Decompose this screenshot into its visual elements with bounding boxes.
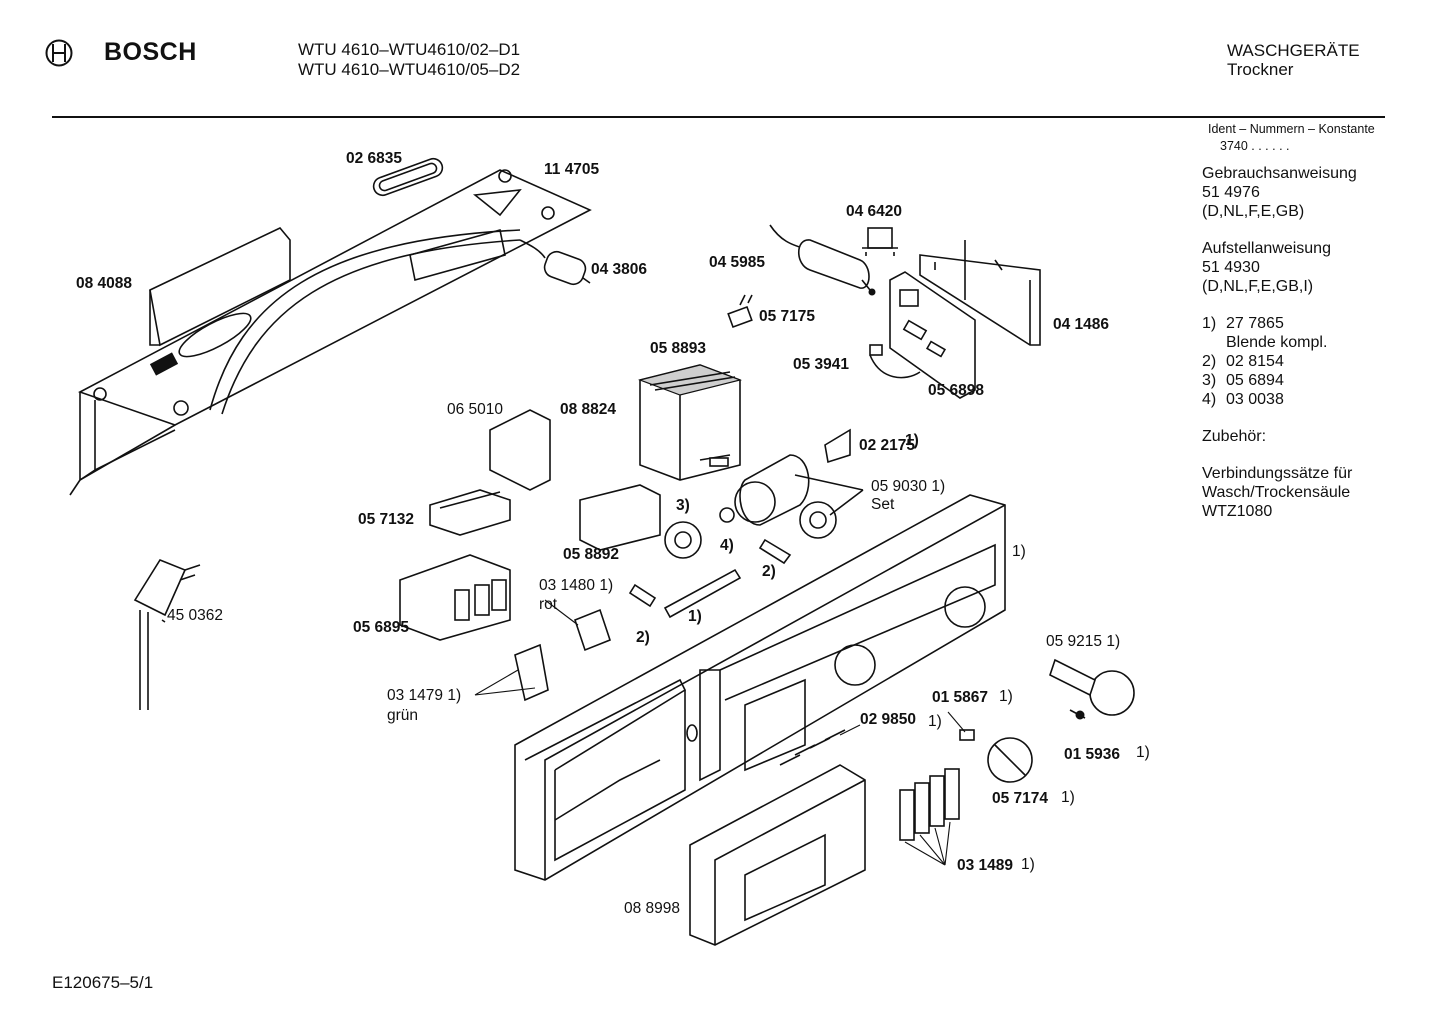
part-label: 08 8824 xyxy=(560,401,617,418)
motor-drawing xyxy=(734,454,864,539)
category-subtitle: Trockner xyxy=(1227,60,1294,79)
note-text: Blende kompl. xyxy=(1226,334,1328,351)
category-title: WASCHGERÄTE xyxy=(1227,41,1360,60)
install-langs: (D,NL,F,E,GB,I) xyxy=(1202,278,1314,295)
note-text: 03 0038 xyxy=(1226,391,1284,408)
button-set-drawing xyxy=(899,768,960,866)
note-text: 27 7865 xyxy=(1226,315,1284,332)
manual-langs: (D,NL,F,E,GB) xyxy=(1202,203,1305,220)
part-label: 45 0362 xyxy=(167,607,224,624)
part-label: 02 2175 xyxy=(859,437,916,454)
accessories-line-1: Verbindungssätze für xyxy=(1202,465,1353,482)
note-number: 3) xyxy=(1202,372,1217,389)
part-note: 1) xyxy=(999,688,1013,705)
power-plug-drawing xyxy=(133,559,201,710)
small-capacitor-drawing xyxy=(519,239,591,286)
manual-title: Gebrauchsanweisung xyxy=(1202,165,1357,182)
control-panel-drawing xyxy=(514,494,1006,881)
part-label: 04 1486 xyxy=(1053,316,1110,333)
header-divider xyxy=(52,116,1385,118)
gasket-drawing xyxy=(372,157,444,197)
ident-value: 3740 . . . . . . xyxy=(1220,139,1290,153)
part-note: 1) xyxy=(928,713,942,730)
part-label: 04 3806 xyxy=(591,261,648,278)
part-note: 3) xyxy=(676,497,690,514)
part-label: 02 9850 xyxy=(860,711,917,728)
part-label-sub: grün xyxy=(387,707,419,724)
part-label: 05 6895 xyxy=(353,619,410,636)
note-number: 4) xyxy=(1202,391,1217,408)
part-note: 1) xyxy=(1021,856,1035,873)
bosch-logo-icon xyxy=(45,39,73,67)
gear-drawing xyxy=(664,521,702,559)
part-label: 05 7174 xyxy=(992,790,1049,807)
part-label: 05 8892 xyxy=(563,546,620,563)
accessories-title: Zubehör: xyxy=(1202,428,1267,445)
part-label: 05 7175 xyxy=(759,308,816,325)
cover-drawing xyxy=(689,764,866,946)
note-number: 1) xyxy=(1202,315,1217,332)
note-number: 2) xyxy=(1202,353,1217,370)
model-line-2: WTU 4610–WTU4610/05–D2 xyxy=(298,60,521,79)
accessories-line-2: Wasch/Trockensäule xyxy=(1202,484,1351,501)
selector-drawing xyxy=(579,484,661,551)
note-text: 02 8154 xyxy=(1226,353,1284,370)
manual-number: 51 4976 xyxy=(1202,184,1260,201)
part-label: 01 5867 xyxy=(932,689,989,706)
part-label: 03 1480 1) xyxy=(539,577,614,594)
latch-drawing xyxy=(489,409,551,491)
timer-drawing xyxy=(637,364,743,481)
relay-drawing xyxy=(867,227,893,249)
install-number: 51 4930 xyxy=(1202,259,1260,276)
brand-name: BOSCH xyxy=(104,38,197,66)
part-note: 2) xyxy=(762,563,776,580)
part-note: 1) xyxy=(688,608,702,625)
part-label-sub: Set xyxy=(871,496,895,513)
part-note: 1) xyxy=(1136,744,1150,761)
control-bracket-drawing xyxy=(69,169,592,496)
capacitor-drawing xyxy=(769,224,876,296)
part-label: 03 1479 1) xyxy=(387,687,462,704)
part-label: 05 8893 xyxy=(650,340,707,357)
part-label: 03 1489 xyxy=(957,857,1014,874)
part-label: 02 6835 xyxy=(346,150,403,167)
terminal-block-drawing xyxy=(429,489,511,536)
ident-title: Ident – Nummern – Konstante xyxy=(1208,122,1375,136)
part-note: 1) xyxy=(1012,543,1026,560)
part-label: 08 4088 xyxy=(76,275,133,292)
part-label: 11 4705 xyxy=(544,161,600,178)
part-note: 2) xyxy=(636,629,650,646)
install-title: Aufstellanweisung xyxy=(1202,240,1331,257)
part-label: 05 9215 1) xyxy=(1046,633,1121,650)
part-label: 05 6898 xyxy=(928,382,985,399)
pcb-drawing xyxy=(889,240,1041,399)
part-label: 05 3941 xyxy=(793,356,850,373)
part-note: 4) xyxy=(720,537,734,554)
part-label-sub: rot xyxy=(539,596,558,613)
part-label: 04 6420 xyxy=(846,203,903,220)
part-note: 1) xyxy=(1061,789,1075,806)
part-label: 04 5985 xyxy=(709,254,766,271)
model-line-1: WTU 4610–WTU4610/02–D1 xyxy=(298,40,521,59)
part-label: 05 7132 xyxy=(358,511,415,528)
document-id: E120675–5/1 xyxy=(52,973,154,992)
part-label: 01 5936 xyxy=(1064,746,1121,763)
part-label: 06 5010 xyxy=(447,401,504,418)
part-note: 1) xyxy=(905,432,919,449)
part-label: 08 8998 xyxy=(624,900,681,917)
accessories-line-3: WTZ1080 xyxy=(1202,503,1273,520)
part-label: 05 9030 1) xyxy=(871,478,946,495)
note-text: 05 6894 xyxy=(1226,372,1284,389)
